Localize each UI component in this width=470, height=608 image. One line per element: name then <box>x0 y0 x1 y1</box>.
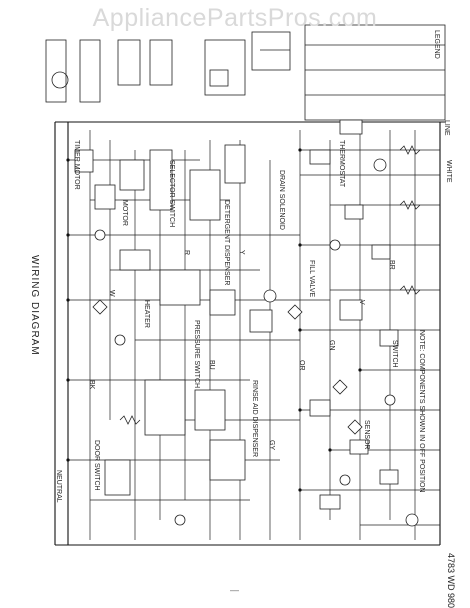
label-timer-motor: TIMER MOTOR <box>73 140 80 190</box>
wire-color-v: V <box>358 300 365 305</box>
wiring-circuits <box>68 130 440 540</box>
label-door-switch: DOOR SWITCH <box>93 440 100 491</box>
label-sensor: SENSOR <box>363 420 370 450</box>
label-white: WHITE <box>445 160 452 183</box>
component-circles <box>94 158 419 527</box>
diagram-note: NOTE: COMPONENTS SHOWN IN OFF POSITION <box>418 330 425 493</box>
wiring-frame <box>54 121 445 546</box>
label-selector-switch: SELECTOR SWITCH <box>168 160 175 228</box>
component-boxes <box>74 119 399 510</box>
junction-dots <box>66 148 362 492</box>
label-line: LINE <box>443 120 450 136</box>
legend-title: LEGEND <box>433 30 440 59</box>
wire-color-bk: BK <box>88 380 95 390</box>
label-switch: SWITCH <box>391 340 398 368</box>
wire-color-r: R <box>183 250 190 256</box>
watermark-logo: AppliancePartsPros.com <box>92 4 378 32</box>
label-motor: MOTOR <box>121 200 128 226</box>
label-pressure-switch: PRESSURE SWITCH <box>193 320 200 389</box>
wire-color-gn: GN <box>328 340 335 351</box>
label-fill-valve: FILL VALVE <box>308 260 315 298</box>
label-drain-solenoid: DRAIN SOLENOID <box>278 170 285 230</box>
switch-contacts <box>92 299 363 435</box>
label-heater: HEATER <box>143 300 150 328</box>
label-rinse-aid-dispenser: RINSE AID DISPENSER <box>251 380 258 458</box>
diagram-title: WIRING DIAGRAM <box>29 255 40 356</box>
wire-color-y: Y <box>238 250 245 255</box>
wire-color-gy: GY <box>268 440 275 451</box>
label-thermostat: THERMOSTAT <box>338 140 345 188</box>
label-detergent-dispenser: DETERGENT DISPENSER <box>223 200 230 286</box>
wire-color-or: OR <box>298 360 305 371</box>
wire-color-w: W <box>108 290 115 297</box>
heater-elements <box>119 145 421 425</box>
label-neutral: NEUTRAL <box>55 470 62 503</box>
component-details-top <box>45 24 446 121</box>
wire-color-bu: BU <box>208 360 215 370</box>
footer-mark: — <box>230 585 239 595</box>
wire-color-br: BR <box>388 260 395 270</box>
